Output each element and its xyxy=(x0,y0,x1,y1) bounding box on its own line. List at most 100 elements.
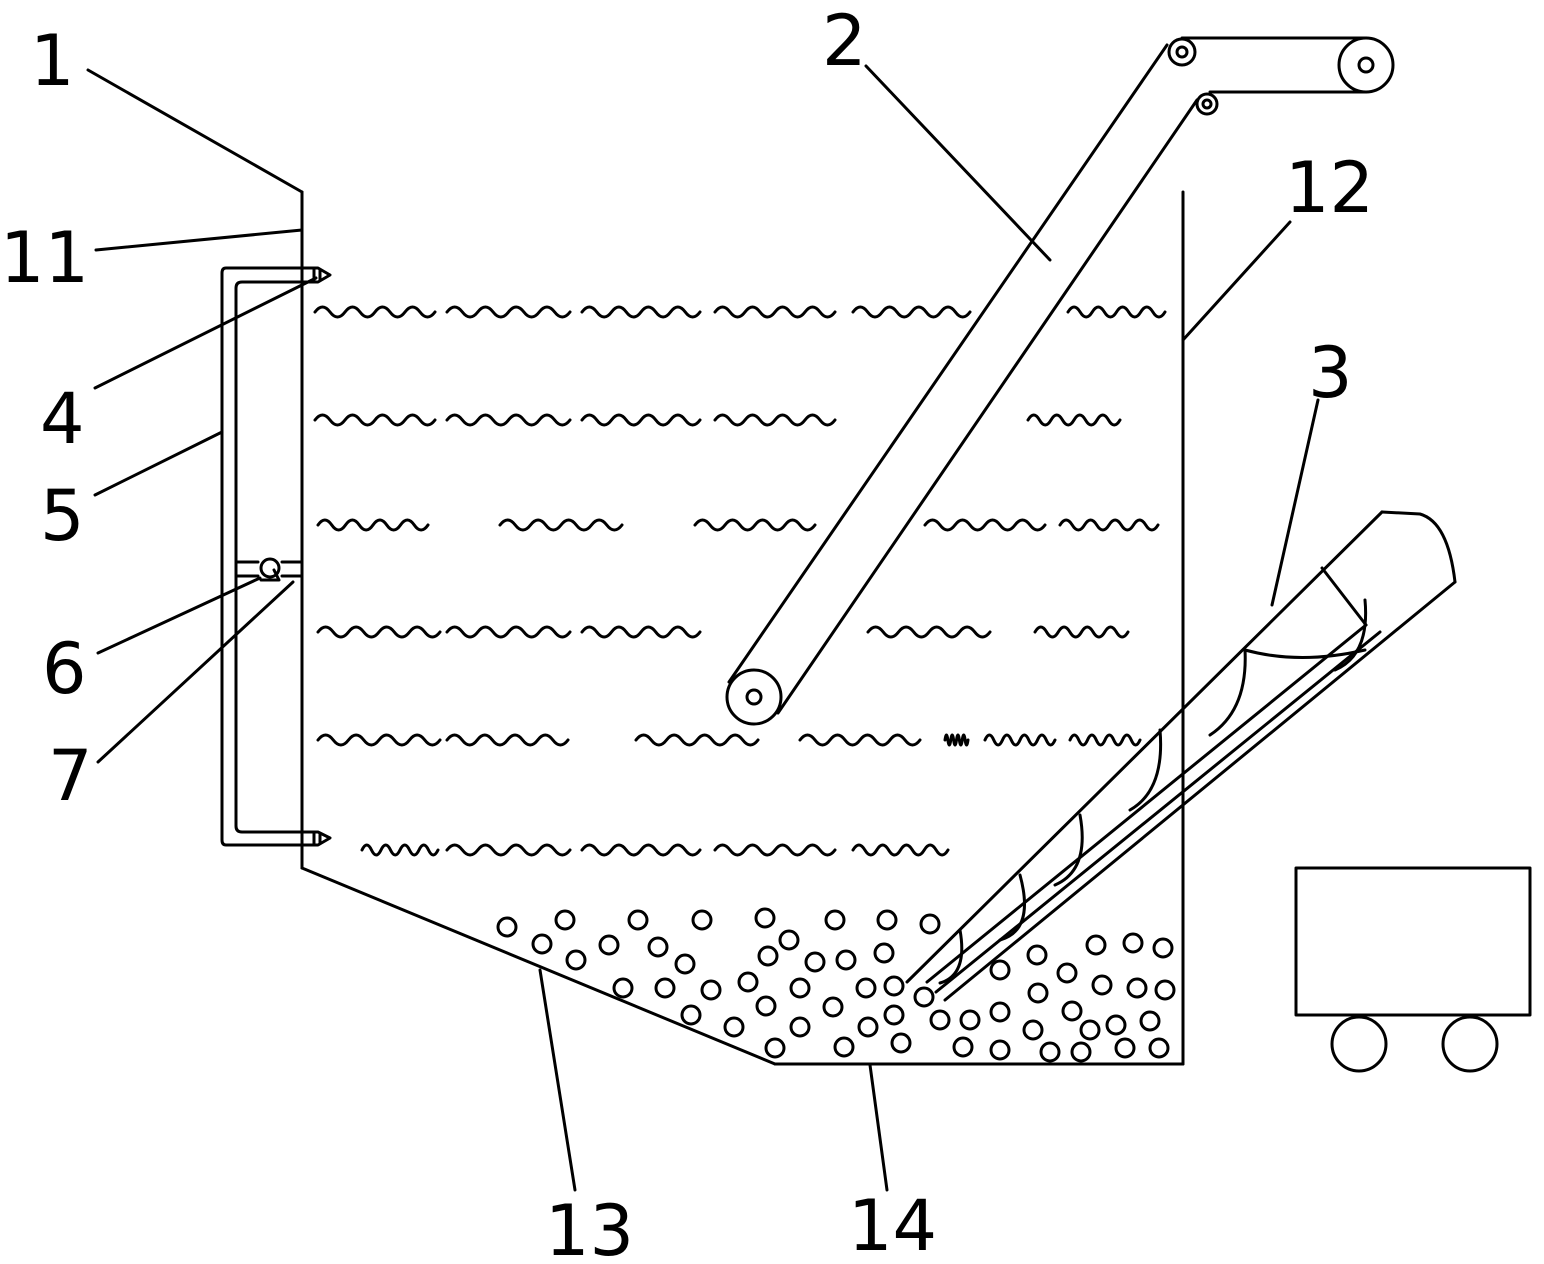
label-12: 12 xyxy=(1285,147,1374,229)
cart-wheel-left xyxy=(1330,1015,1388,1073)
drive-pulley xyxy=(1337,36,1395,94)
particle xyxy=(883,1004,905,1026)
belt-lower-run xyxy=(776,98,1199,715)
particle xyxy=(1154,979,1176,1001)
idler-roller-top xyxy=(1167,37,1197,67)
particle xyxy=(627,909,649,931)
wave-line xyxy=(360,843,440,857)
particle xyxy=(835,949,857,971)
wave-line xyxy=(445,733,570,747)
particle xyxy=(674,953,696,975)
particle xyxy=(612,977,634,999)
wave-line xyxy=(923,518,1047,532)
water-waves xyxy=(313,305,1167,857)
sediment-particles xyxy=(496,907,1176,1063)
wave-line xyxy=(983,733,1057,747)
particle xyxy=(952,1036,974,1058)
screw-shaft-bottom xyxy=(934,630,1382,994)
particle xyxy=(700,979,722,1001)
label-1: 1 xyxy=(30,20,75,102)
screw-tube-lower xyxy=(943,580,1457,1002)
screw-flight xyxy=(938,598,1368,985)
label-7: 7 xyxy=(48,735,93,817)
label-3: 3 xyxy=(1308,332,1353,414)
particle xyxy=(1027,982,1049,1004)
pipe-outer xyxy=(220,266,304,847)
wave-line xyxy=(713,305,837,319)
idler-roller-top-hub xyxy=(1175,45,1189,59)
particle xyxy=(989,1039,1011,1061)
particle xyxy=(647,936,669,958)
label-5: 5 xyxy=(40,475,85,557)
wave-line xyxy=(313,413,437,427)
wave-line xyxy=(713,413,837,427)
screw-shaft-top xyxy=(925,623,1368,984)
wave-line xyxy=(445,625,572,639)
label-6: 6 xyxy=(42,628,87,710)
particle xyxy=(737,971,759,993)
particle xyxy=(1105,1014,1127,1036)
particle xyxy=(1126,977,1148,999)
screw-conveyor xyxy=(905,510,1457,1002)
nozzle-bottom xyxy=(300,830,332,847)
wave-line xyxy=(693,518,817,532)
particle xyxy=(913,986,935,1008)
particle xyxy=(1022,1019,1044,1041)
particle xyxy=(919,913,941,935)
particle xyxy=(804,951,826,973)
particle xyxy=(1039,1041,1061,1063)
particle xyxy=(691,909,713,931)
particle xyxy=(723,1016,745,1038)
particle xyxy=(1079,1019,1101,1041)
wave-line xyxy=(1066,305,1167,319)
leader-1 xyxy=(86,68,304,194)
wave-line xyxy=(316,518,430,532)
wave-line xyxy=(445,305,572,319)
pump xyxy=(259,557,281,582)
particle xyxy=(1148,1037,1170,1059)
label-11: 11 xyxy=(0,217,89,299)
wave-line xyxy=(445,413,572,427)
particle xyxy=(565,949,587,971)
wave-line xyxy=(851,305,972,319)
leader-lines xyxy=(86,64,1320,1192)
particle xyxy=(1152,937,1174,959)
screw-coupling xyxy=(1320,566,1368,627)
wave-line xyxy=(1026,413,1122,427)
leader-6 xyxy=(96,576,262,655)
label-14: 14 xyxy=(848,1185,937,1264)
particle xyxy=(531,933,553,955)
particle xyxy=(857,1016,879,1038)
tank-sloped-bottom xyxy=(300,866,777,1066)
particle xyxy=(789,1016,811,1038)
leader-13 xyxy=(538,968,577,1192)
wave-line xyxy=(580,413,702,427)
particle xyxy=(778,929,800,951)
leader-4 xyxy=(93,276,318,390)
particle xyxy=(496,916,518,938)
leader-14 xyxy=(868,1063,889,1192)
particle xyxy=(598,934,620,956)
leader-3 xyxy=(1270,398,1320,607)
tail-pulley-hub xyxy=(745,688,763,706)
reference-labels: 1 11 4 5 6 7 2 12 3 13 14 xyxy=(0,0,1374,1264)
particle xyxy=(1091,974,1113,996)
particle xyxy=(1061,1000,1083,1022)
label-2: 2 xyxy=(822,0,867,82)
particle xyxy=(855,977,877,999)
wave-line xyxy=(1033,625,1130,639)
particle xyxy=(1056,962,1078,984)
particle xyxy=(1139,1010,1161,1032)
drive-pulley-hub xyxy=(1357,56,1375,74)
belt-upper-run xyxy=(727,43,1169,684)
cart-body xyxy=(1294,866,1532,1017)
leader-5 xyxy=(93,430,224,497)
wave-line xyxy=(498,518,624,532)
particle xyxy=(959,1009,981,1031)
particle xyxy=(876,909,898,931)
particle xyxy=(755,995,777,1017)
collection-cart xyxy=(1294,866,1532,1073)
wave-line xyxy=(313,305,437,319)
leader-7 xyxy=(96,580,295,764)
idler-roller-bottom xyxy=(1195,92,1219,116)
